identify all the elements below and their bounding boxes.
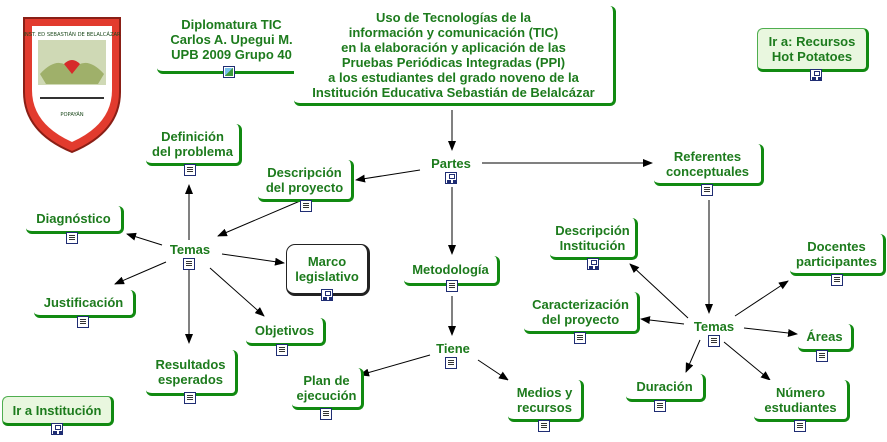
node-justificacion-label: Justificación — [43, 295, 124, 310]
node-areas-label: Áreas — [806, 329, 843, 344]
node-medios-label: Medios y recursos — [516, 384, 573, 415]
node-tiene: Tiene — [428, 337, 478, 369]
link-temas-descinstitucion — [629, 263, 689, 319]
node-descripcion-institucion: Descripción Institución — [550, 218, 638, 270]
ir-recursos-label: Ir a: Recursos Hot Potatoes — [768, 34, 856, 64]
document-icon[interactable] — [794, 420, 806, 432]
document-icon[interactable] — [276, 344, 288, 356]
node-temas-right: Temas — [684, 315, 744, 347]
node-plan-label: Plan de ejecución — [296, 372, 357, 403]
node-definicion-label: Definición del problema — [152, 128, 233, 159]
concept-map-icon[interactable] — [321, 289, 333, 301]
link-temas-numero — [723, 341, 771, 381]
node-diagnostico: Diagnóstico — [26, 206, 124, 244]
node-definicion-problema: Definición del problema — [146, 124, 242, 176]
node-caracterizacion-proyecto: Caracterización del proyecto — [524, 292, 640, 344]
link-tiene-plan — [359, 354, 431, 377]
document-icon[interactable] — [701, 184, 713, 196]
link-recursos-hot-potatoes[interactable]: Ir a: Recursos Hot Potatoes — [757, 28, 869, 81]
link-ir-institucion[interactable]: Ir a Institución — [2, 396, 114, 435]
node-duracion-label: Duración — [636, 379, 693, 394]
link-temas-areas — [743, 327, 798, 337]
node-diagnostico-label: Diagnóstico — [36, 211, 111, 226]
node-desc-institucion-label: Descripción Institución — [555, 222, 630, 253]
node-caracterizacion-label: Caracterización del proyecto — [532, 296, 629, 327]
document-icon[interactable] — [816, 350, 828, 362]
node-partes-label: Partes — [431, 155, 471, 171]
document-icon[interactable] — [300, 200, 312, 212]
node-objetivos-label: Objetivos — [254, 323, 315, 338]
concept-map-icon[interactable] — [587, 258, 599, 270]
document-icon[interactable] — [184, 392, 196, 404]
document-icon[interactable] — [445, 357, 457, 369]
school-crest-logo: INST. ED SEBASTIÁN DE BELALCÁZAR POPAYÁN — [23, 17, 121, 154]
node-temas-right-label: Temas — [693, 318, 735, 334]
node-plan-ejecucion: Plan de ejecución — [292, 368, 364, 420]
node-referentes-label: Referentes conceptuales — [665, 148, 750, 179]
document-icon[interactable] — [538, 420, 550, 432]
document-icon[interactable] — [831, 274, 843, 286]
node-metodologia: Metodología — [404, 256, 500, 292]
node-resultados-label: Resultados esperados — [155, 356, 226, 387]
node-main-title: Uso de Tecnologías de la información y c… — [294, 6, 616, 106]
node-areas: Áreas — [798, 324, 854, 362]
node-numero-label: Número estudiantes — [764, 384, 837, 415]
node-resultados-esperados: Resultados esperados — [146, 350, 238, 404]
link-temas-objetivos — [209, 267, 265, 317]
link-tiene-medios — [477, 359, 509, 381]
link-temas-duracion — [685, 339, 701, 373]
link-temas-diagnostico — [126, 232, 163, 246]
node-duracion: Duración — [626, 374, 706, 412]
ir-institucion-label: Ir a Institución — [12, 402, 102, 418]
document-icon[interactable] — [708, 335, 720, 347]
node-temas-left: Temas — [160, 238, 220, 270]
node-descripcion-proyecto: Descripción del proyecto — [258, 160, 354, 212]
link-partes-descripcion — [355, 169, 421, 183]
link-temas-docentes — [734, 280, 789, 317]
document-icon[interactable] — [574, 332, 586, 344]
link-temas-justificacion — [114, 261, 167, 285]
concept-map-icon[interactable] — [445, 172, 457, 184]
node-docentes-label: Docentes participantes — [796, 238, 877, 269]
document-icon[interactable] — [184, 164, 196, 176]
concept-map-icon[interactable] — [51, 423, 63, 435]
document-icon[interactable] — [446, 280, 458, 292]
link-descripcion-temas — [217, 200, 301, 237]
node-medios-recursos: Medios y recursos — [508, 380, 584, 432]
link-temas-marco — [221, 253, 285, 266]
node-diplomatura: Diplomatura TIC Carlos A. Upegui M. UPB … — [157, 8, 309, 78]
image-icon[interactable] — [223, 66, 235, 78]
node-partes: Partes — [422, 152, 480, 184]
node-marco-label: Marco legislativo — [295, 254, 359, 284]
node-temas-left-label: Temas — [169, 241, 211, 257]
node-justificacion: Justificación — [34, 290, 136, 328]
concept-map-icon[interactable] — [810, 69, 822, 81]
document-icon[interactable] — [654, 400, 666, 412]
node-main-title-label: Uso de Tecnologías de la información y c… — [312, 9, 595, 100]
document-icon[interactable] — [183, 258, 195, 270]
node-metodologia-label: Metodología — [412, 262, 489, 277]
node-descripcion-proyecto-label: Descripción del proyecto — [265, 164, 344, 195]
document-icon[interactable] — [320, 408, 332, 420]
node-marco-legislativo: Marco legislativo — [286, 244, 370, 301]
link-temas-caracterizacion — [640, 316, 685, 325]
node-referentes-conceptuales: Referentes conceptuales — [654, 144, 764, 196]
node-tiene-label: Tiene — [436, 340, 470, 356]
node-docentes-participantes: Docentes participantes — [790, 234, 886, 286]
node-diplomatura-label: Diplomatura TIC Carlos A. Upegui M. UPB … — [170, 17, 293, 62]
crest-top-text: INST. ED SEBASTIÁN DE BELALCÁZAR — [23, 31, 121, 38]
document-icon[interactable] — [77, 316, 89, 328]
node-numero-estudiantes: Número estudiantes — [754, 380, 850, 432]
crest-bottom-text: POPAYÁN — [60, 111, 83, 118]
node-objetivos: Objetivos — [246, 318, 326, 356]
document-icon[interactable] — [66, 232, 78, 244]
